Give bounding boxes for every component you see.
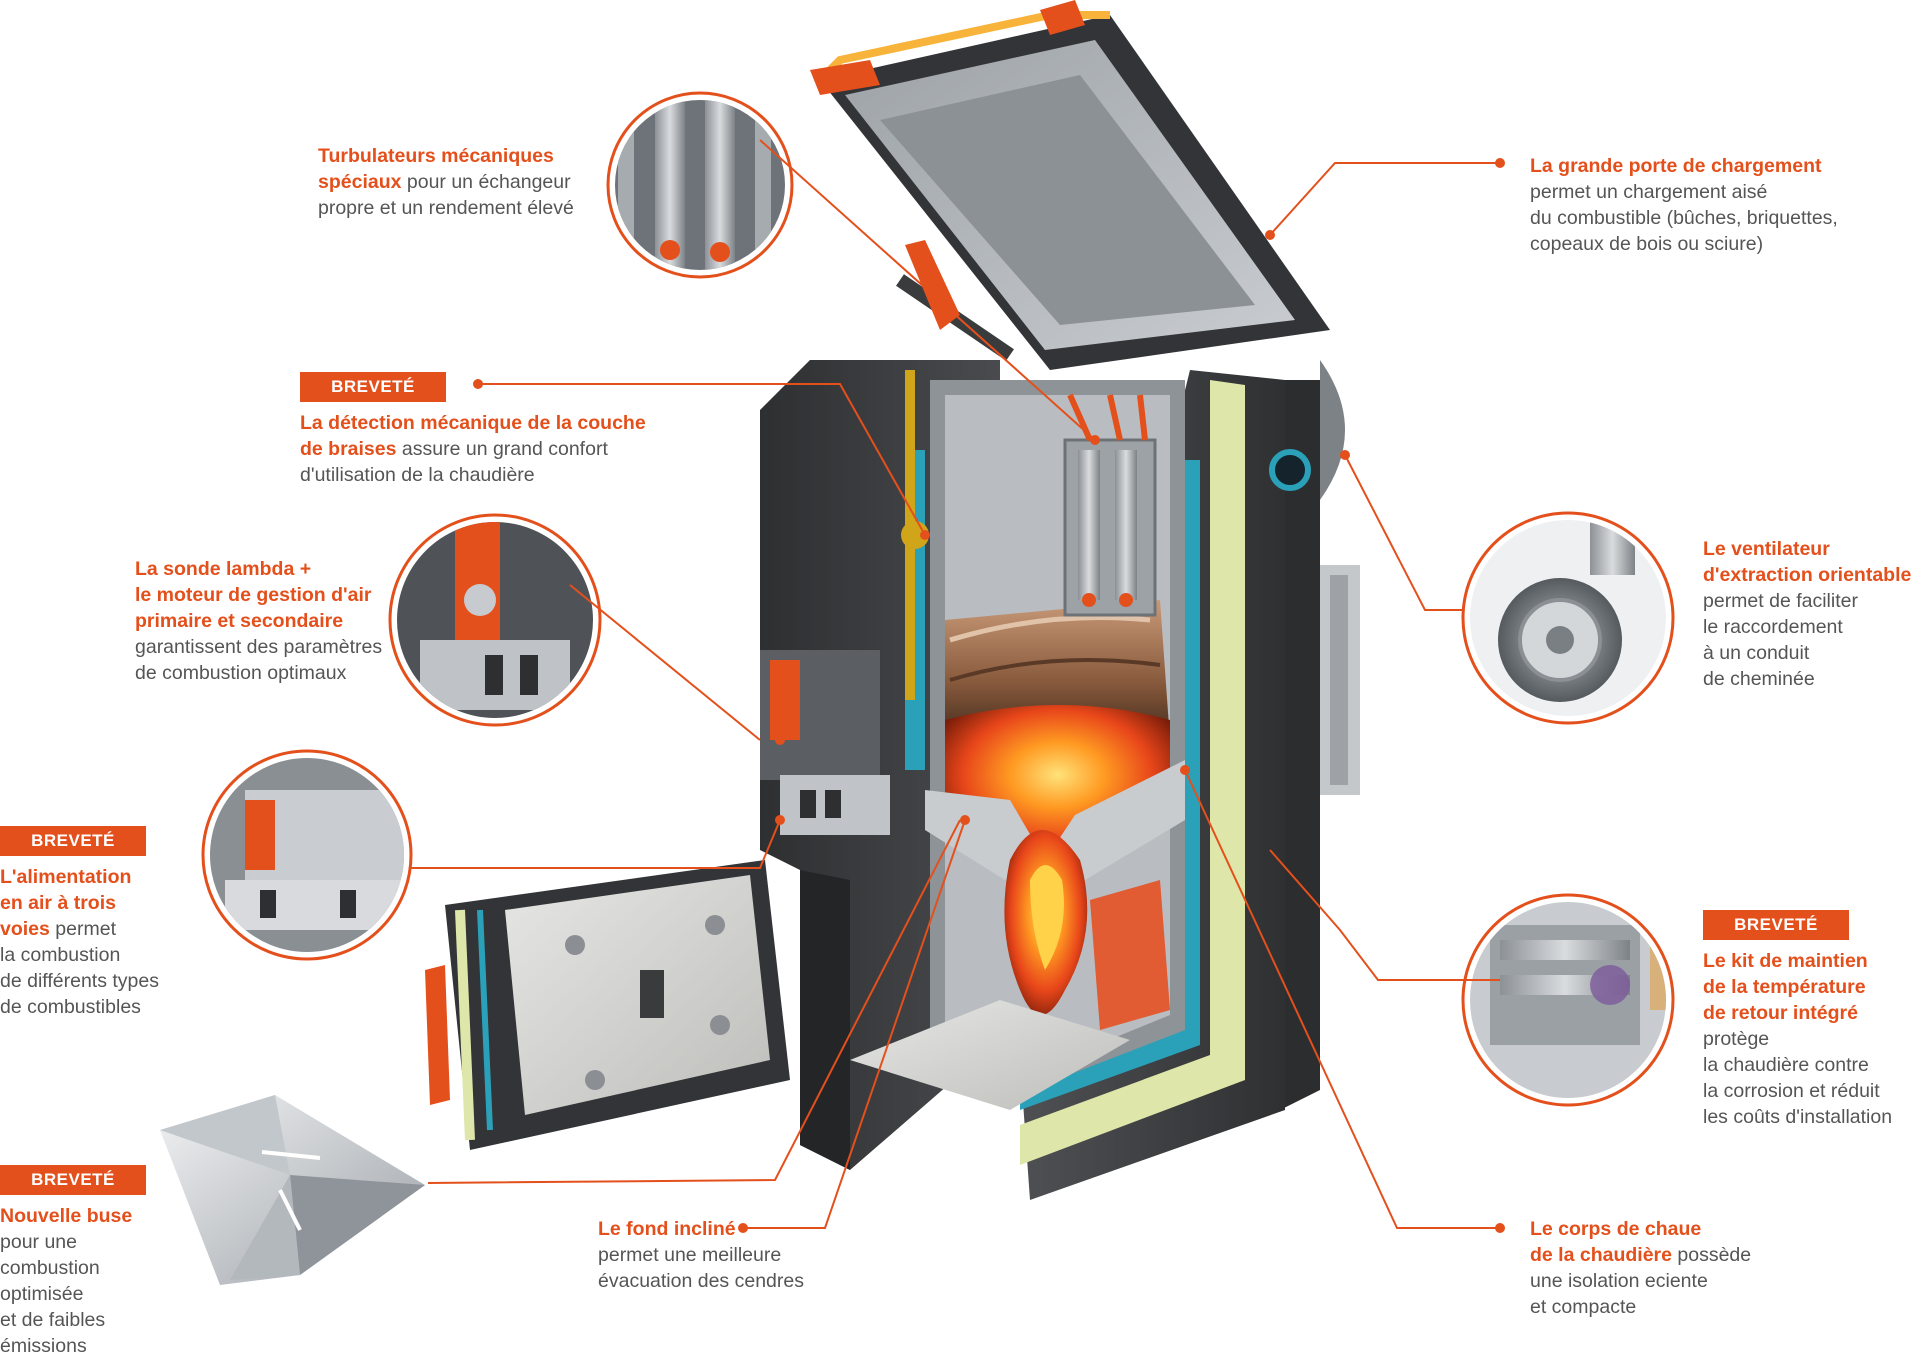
patent-badge: BREVETÉ (0, 826, 146, 856)
detail-circle-fan (1461, 511, 1675, 725)
callout-return-temp: BREVETÉ Le kit de maintien de la tempéra… (1703, 910, 1918, 1130)
callout-boiler-body-text: possède une isolation eciente et compact… (1530, 1244, 1752, 1318)
callout-fan: Le ventilateur d'extraction orientable p… (1703, 536, 1918, 692)
patent-badge: BREVETÉ (300, 372, 446, 402)
ash-door (425, 860, 790, 1150)
callout-nozzle: BREVETÉ Nouvelle buse pour une combustio… (0, 1165, 170, 1359)
callout-three-way-air-title: L'alimentation en air à trois voies (0, 866, 132, 940)
callout-three-way-air: BREVETÉ L'alimentation en air à trois vo… (0, 826, 200, 1020)
callout-loading-door: La grande porte de chargement permet un … (1530, 153, 1870, 257)
callout-turbulators-text: pour un échangeur propre et un rendement… (318, 171, 574, 219)
leader-dots (473, 158, 1505, 1233)
callout-three-way-air-text: permet la combustion de différents types… (0, 918, 159, 1018)
callout-fan-text: permet de faciliter le raccordement à un… (1703, 590, 1858, 690)
callout-ember-detection-text: assure un grand confort d'utilisation de… (300, 438, 608, 486)
callout-boiler-body-title: Le corps de chaue de la chaudière (1530, 1218, 1702, 1266)
callout-turbulators: Turbulateurs mécaniques spéciaux pour un… (318, 143, 618, 221)
callout-boiler-body: Le corps de chaue de la chaudière possèd… (1530, 1216, 1830, 1320)
callout-inclined-floor-title: Le fond incliné (598, 1218, 736, 1240)
detail-circle-lambda (388, 513, 602, 727)
callout-loading-door-title: La grande porte de chargement (1530, 155, 1822, 177)
detail-circle-turbulators (606, 91, 794, 279)
callout-turbulators-title: Turbulateurs mécaniques spéciaux (318, 145, 554, 193)
patent-badge: BREVETÉ (1703, 910, 1849, 940)
callout-nozzle-title: Nouvelle buse (0, 1205, 133, 1227)
fan-housing (1320, 360, 1360, 795)
callout-fan-title: Le ventilateur d'extraction orientable (1703, 538, 1912, 586)
leader-lines (410, 139, 1500, 1229)
loading-lid (810, 0, 1330, 370)
callout-nozzle-text: pour une combustion optimisée et de faib… (0, 1231, 106, 1357)
callout-ember-detection-title: La détection mécanique de la couche de b… (300, 412, 646, 460)
callout-return-temp-text: protège la chaudière contre la corrosion… (1703, 1028, 1893, 1128)
callout-inclined-floor: Le fond incliné permet une meilleure éva… (598, 1216, 878, 1294)
detail-circle-three-way-air (201, 749, 413, 961)
nozzle-illustration (160, 1095, 425, 1285)
callout-ember-detection: BREVETÉ La détection mécanique de la cou… (300, 372, 670, 488)
callout-inclined-floor-text: permet une meilleure évacuation des cend… (598, 1244, 804, 1292)
callout-lambda-probe: La sonde lambda + le moteur de gestion d… (135, 556, 415, 686)
detail-circle-return-temp (1461, 893, 1675, 1107)
boiler-body (760, 360, 1320, 1200)
callout-lambda-probe-title: La sonde lambda + le moteur de gestion d… (135, 558, 372, 632)
callout-lambda-probe-text: garantissent des paramètres de combustio… (135, 636, 383, 684)
patent-badge: BREVETÉ (0, 1165, 146, 1195)
callout-loading-door-text: permet un chargement aisé du combustible… (1530, 181, 1838, 255)
callout-return-temp-title: Le kit de maintien de la température de … (1703, 950, 1868, 1024)
